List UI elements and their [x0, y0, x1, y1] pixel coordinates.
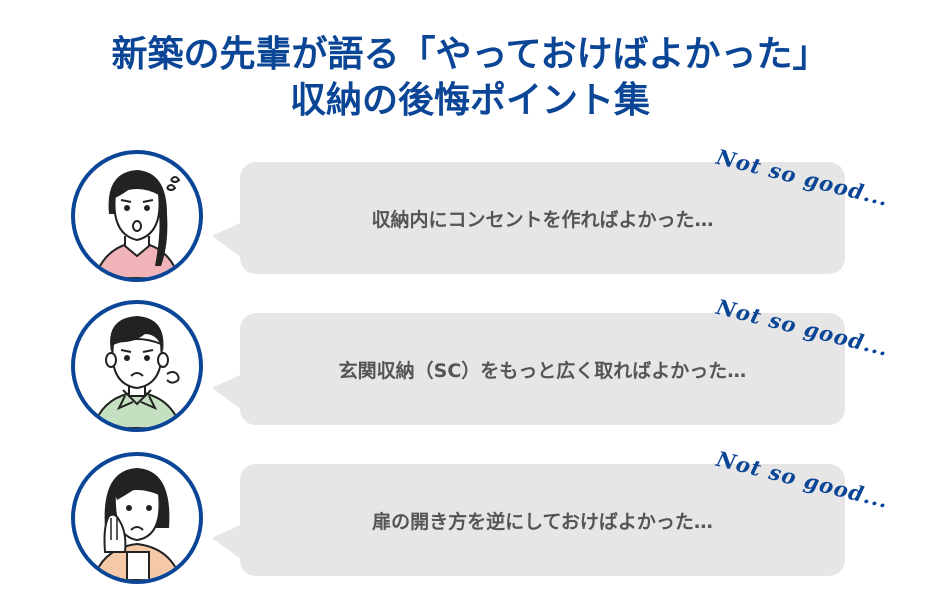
title-line-1: 新築の先輩が語る「やっておけばよかった」 — [111, 34, 829, 75]
avatar-woman-hand-on-cheek-icon — [71, 452, 203, 584]
regret-item: 扉の開き方を逆にしておけばよかった… Not so good... — [0, 446, 940, 592]
speech-bubble: 収納内にコンセントを作ればよかった… — [240, 162, 845, 274]
avatar-woman-worried-icon — [71, 150, 203, 282]
bubble-text: 収納内にコンセントを作ればよかった… — [371, 208, 714, 231]
regret-item: 玄関収納（SC）をもっと広く取ればよかった… Not so good... — [0, 294, 940, 440]
title-line-2: 収納の後悔ポイント集 — [289, 80, 650, 121]
page-title: 新築の先輩が語る「やっておけばよかった」 収納の後悔ポイント集 — [0, 32, 940, 124]
speech-bubble-tail — [212, 524, 242, 560]
speech-bubble-tail — [212, 222, 242, 258]
bubble-text: 玄関収納（SC）をもっと広く取ればよかった… — [338, 359, 747, 382]
regret-item: 収納内にコンセントを作ればよかった… Not so good... — [0, 144, 940, 290]
avatar-man-sighing-icon — [71, 300, 203, 432]
speech-bubble: 扉の開き方を逆にしておけばよかった… — [240, 464, 845, 576]
speech-bubble-tail — [212, 374, 242, 410]
speech-bubble: 玄関収納（SC）をもっと広く取ればよかった… — [240, 313, 845, 425]
bubble-text: 扉の開き方を逆にしておけばよかった… — [372, 510, 713, 533]
